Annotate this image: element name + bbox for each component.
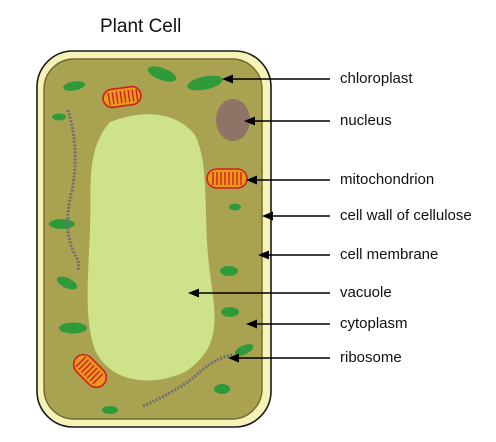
chloroplast — [63, 81, 85, 91]
chloroplast — [229, 203, 241, 211]
label-vacuole: vacuole — [340, 284, 392, 301]
arrow-cell-wall — [262, 211, 330, 221]
mitochondrion — [102, 85, 142, 109]
mitochondria — [72, 85, 248, 389]
chloroplast — [234, 344, 254, 356]
arrow-cell-membrane — [258, 250, 330, 260]
label-ribosome: ribosome — [340, 349, 402, 366]
arrow-mitochondrion — [246, 175, 330, 185]
chloroplasts — [49, 66, 254, 414]
chloroplast — [56, 276, 78, 290]
label-chloroplast: chloroplast — [340, 70, 413, 87]
chloroplast — [102, 406, 118, 414]
ribosomes — [66, 109, 235, 408]
diagram-title: Plant Cell — [100, 16, 182, 37]
chloroplast — [59, 322, 87, 334]
arrow-ribosome — [228, 353, 330, 363]
mitochondrion — [206, 168, 248, 189]
chloroplast — [221, 307, 239, 317]
chloroplast — [214, 384, 230, 394]
nucleus — [216, 99, 250, 141]
label-cell-membrane: cell membrane — [340, 246, 439, 263]
arrow-chloroplast — [222, 74, 330, 84]
arrow-cytoplasm — [246, 319, 330, 329]
mitochondrion — [72, 353, 108, 389]
ribosome-strand — [66, 109, 81, 271]
label-mitochondrion: mitochondrion — [340, 171, 435, 188]
chloroplast — [187, 75, 223, 91]
arrow-vacuole — [188, 288, 330, 298]
chloroplast — [147, 66, 177, 82]
chloroplast — [52, 113, 66, 121]
arrow-nucleus — [244, 116, 330, 126]
chloroplast — [220, 266, 238, 276]
label-cell-wall: cell wall of cellulose — [340, 207, 472, 224]
chloroplast — [49, 219, 75, 229]
ribosome-strand — [142, 353, 235, 408]
vacuole — [87, 114, 215, 381]
leader-arrows — [188, 74, 330, 363]
label-nucleus: nucleus — [340, 112, 392, 129]
label-cytoplasm: cytoplasm — [340, 315, 408, 332]
